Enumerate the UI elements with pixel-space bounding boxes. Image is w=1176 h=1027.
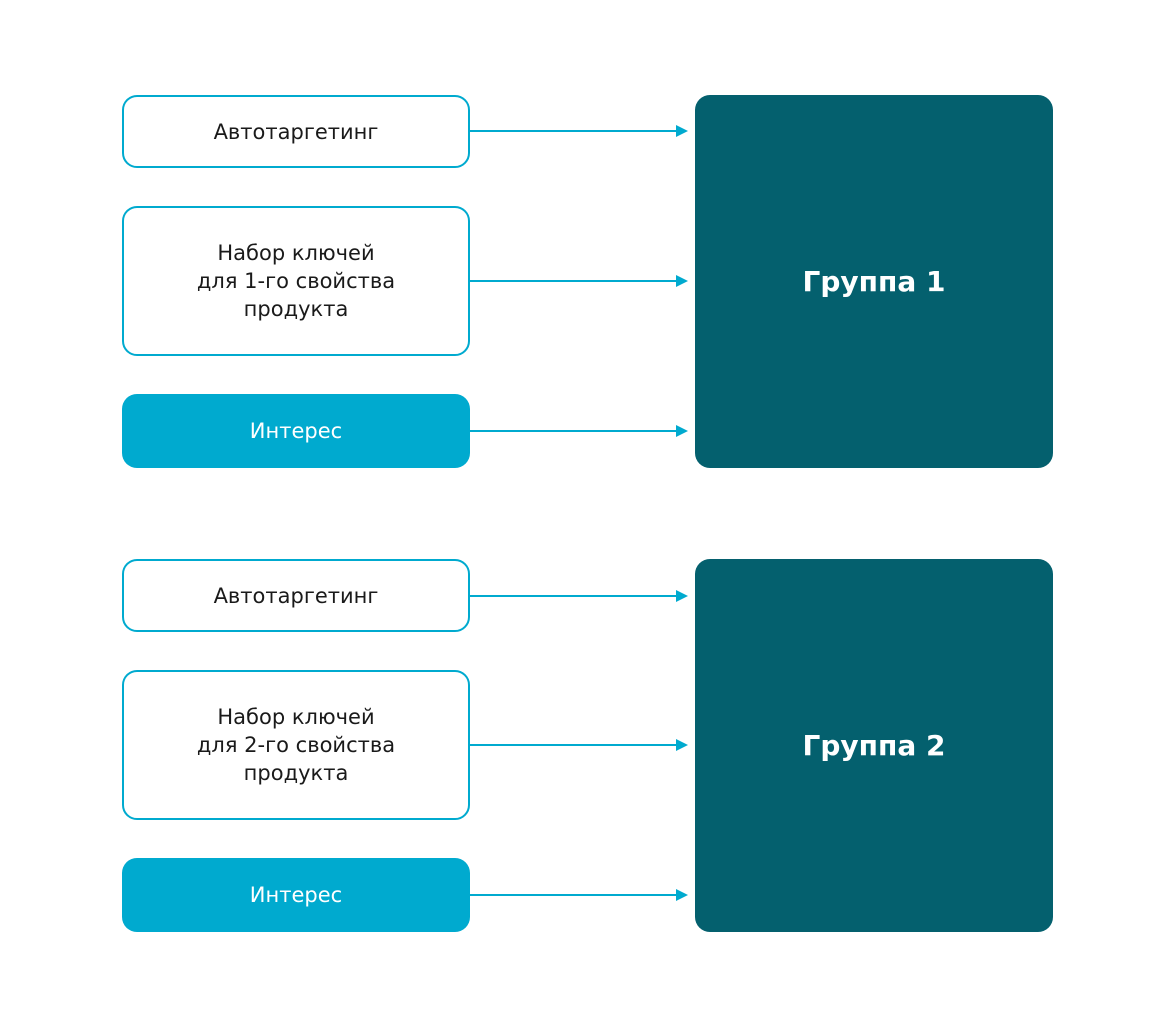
source-label: Набор ключей для 2-го свойства продукта: [196, 705, 396, 785]
source-label: Интерес: [249, 419, 343, 443]
group-title: Группа 1: [802, 265, 946, 298]
source-label: Автотаргетинг: [213, 583, 379, 608]
source-box-keyset-group-2: Набор ключей для 2-го свойства продукта: [122, 670, 470, 820]
arrow-keyset-to-group-1: [470, 275, 688, 287]
source-box-keyset-group-1: Набор ключей для 1-го свойства продукта: [122, 206, 470, 356]
arrow-autotargeting-to-group-2: [470, 590, 688, 602]
source-box-autotargeting-group-2: Автотаргетинг: [122, 559, 470, 632]
source-label: Интерес: [249, 883, 343, 907]
arrow-interest-to-group-1: [470, 425, 688, 437]
source-box-interest-group-1: Интерес: [122, 394, 470, 468]
group-title: Группа 2: [802, 729, 946, 762]
source-box-interest-group-2: Интерес: [122, 858, 470, 932]
source-label: Автотаргетинг: [213, 119, 379, 144]
arrow-keyset-to-group-2: [470, 739, 688, 751]
group-box-2: Группа 2: [695, 559, 1053, 932]
group-box-1: Группа 1: [695, 95, 1053, 468]
arrow-interest-to-group-2: [470, 889, 688, 901]
source-label: Набор ключей для 1-го свойства продукта: [196, 241, 396, 321]
source-box-autotargeting-group-1: Автотаргетинг: [122, 95, 470, 168]
arrow-autotargeting-to-group-1: [470, 125, 688, 137]
